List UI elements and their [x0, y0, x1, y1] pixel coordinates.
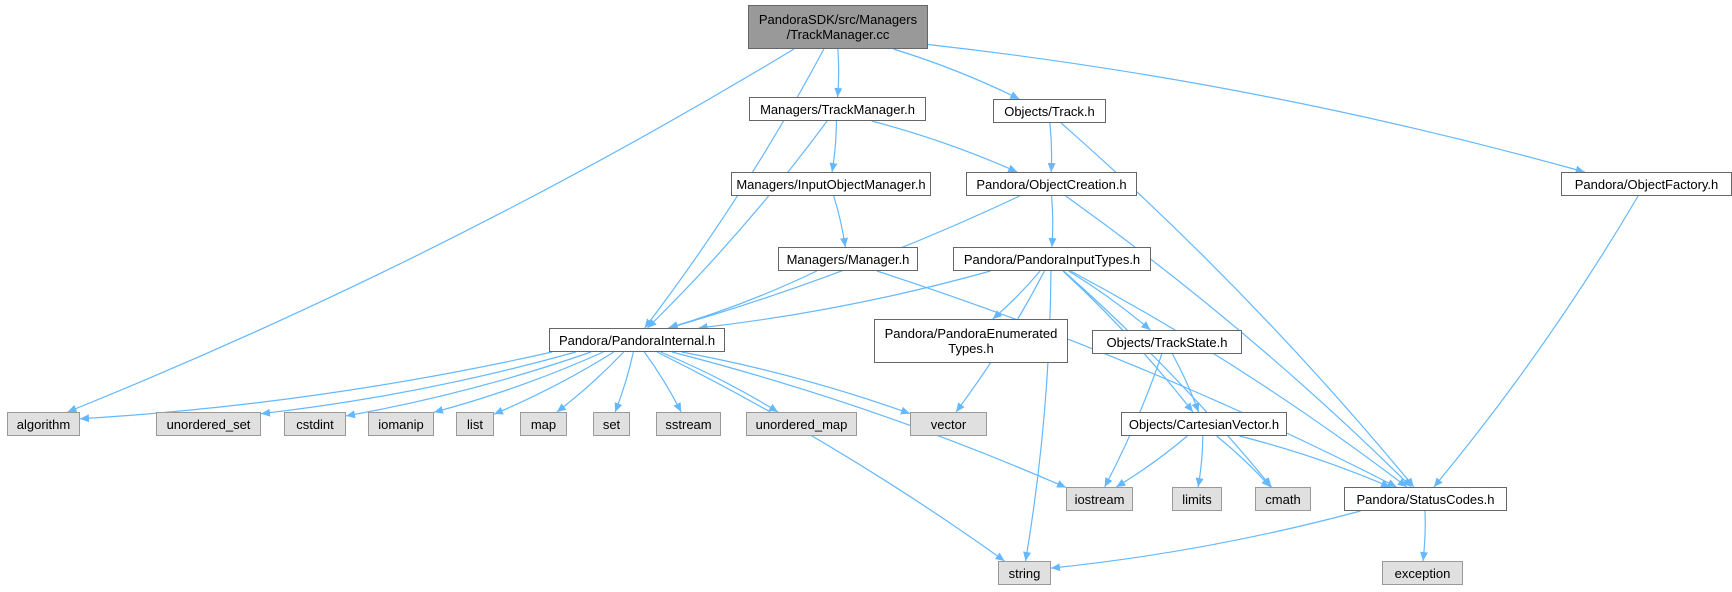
- edge-managers_inputobjectmanager_h-to-managers_manager_h: [833, 195, 848, 248]
- vector-header-node: vector: [910, 412, 987, 436]
- edge-managers_trackmanager_h-to-pandora_objectcreation_h: [871, 120, 1018, 173]
- edge-pandora_objectfactory_h-to-pandora_statuscodes_h: [1433, 195, 1639, 488]
- list-header-node: list: [456, 412, 494, 436]
- iostream-header-node: iostream: [1066, 487, 1133, 511]
- edge-pandora_pandorainternal_h-to-map: [556, 351, 625, 413]
- edge-managers_manager_h-to-pandora_statuscodes_h: [876, 270, 1397, 488]
- pandora-objectcreation-h-node[interactable]: Pandora/ObjectCreation.h: [966, 172, 1137, 196]
- edge-pandora_pandorainternal_h-to-vector: [681, 351, 911, 415]
- edge-pandora_objectcreation_h-to-pandora_statuscodes_h: [1065, 195, 1412, 488]
- managers-inputobjectmanager-h-node[interactable]: Managers/InputObjectManager.h: [731, 172, 931, 196]
- edge-pandora_pandorainternal_h-to-unordered_set: [260, 351, 576, 417]
- pandora-pandoraenumeratedtypes-h-node[interactable]: Pandora/PandoraEnumerated Types.h: [874, 319, 1068, 363]
- edge-pandora_pandorainputtypes_h-to-string: [1023, 270, 1052, 562]
- edge-pandora_pandorainternal_h-to-cstdint: [345, 351, 592, 419]
- objects-trackstate-h-node[interactable]: Objects/TrackState.h: [1092, 330, 1242, 354]
- edge-managers_trackmanager_h-to-pandora_pandorainternal_h: [646, 120, 828, 329]
- objects-cartesianvector-h-node[interactable]: Objects/CartesianVector.h: [1121, 412, 1287, 436]
- pandora-pandorainternal-h-node[interactable]: Pandora/PandoraInternal.h: [549, 328, 725, 352]
- edge-managers_manager_h-to-pandora_pandorainternal_h: [668, 270, 817, 330]
- edge-objects_cartesianvector_h-to-pandora_statuscodes_h: [1239, 435, 1391, 488]
- edge-pandora_pandorainputtypes_h-to-cmath: [1063, 270, 1272, 488]
- managers-trackmanager-h-node[interactable]: Managers/TrackManager.h: [749, 97, 926, 121]
- map-header-node: map: [520, 412, 567, 436]
- algorithm-header-node: algorithm: [7, 412, 80, 436]
- edge-root-to-objects_track_h: [893, 48, 1020, 100]
- edge-objects_cartesianvector_h-to-iostream: [1115, 435, 1188, 488]
- edge-pandora_pandorainternal_h-to-iostream: [671, 351, 1067, 489]
- edge-pandora_statuscodes_h-to-string: [1050, 510, 1361, 572]
- edge-root-to-pandora_objectfactory_h: [927, 43, 1585, 174]
- edge-pandora_pandorainternal_h-to-string: [656, 351, 1005, 562]
- edge-managers_trackmanager_h-to-managers_inputobjectmanager_h: [829, 120, 838, 173]
- edge-pandora_pandorainternal_h-to-iomanip: [433, 351, 604, 414]
- edge-pandora_pandorainputtypes_h-to-objects_trackstate_h: [1068, 270, 1151, 331]
- edge-pandora_pandorainternal_h-to-set: [614, 351, 634, 413]
- root-file-node[interactable]: PandoraSDK/src/Managers /TrackManager.cc: [748, 5, 928, 49]
- edge-pandora_pandorainternal_h-to-sstream: [643, 351, 682, 413]
- edge-pandora_pandorainputtypes_h-to-pandora_statuscodes_h: [1070, 270, 1408, 488]
- edge-objects_cartesianvector_h-to-cmath: [1216, 435, 1271, 488]
- edge-objects_cartesianvector_h-to-limits: [1195, 435, 1204, 488]
- edge-pandora_pandorainternal_h-to-unordered_map: [660, 351, 779, 413]
- managers-manager-h-node[interactable]: Managers/Manager.h: [778, 247, 918, 271]
- sstream-header-node: sstream: [656, 412, 721, 436]
- edge-pandora_pandorainputtypes_h-to-pandora_pandoraenumeratedtypes_h: [992, 270, 1041, 320]
- set-header-node: set: [593, 412, 630, 436]
- pandora-statuscodes-h-node[interactable]: Pandora/StatusCodes.h: [1344, 487, 1507, 511]
- limits-header-node: limits: [1172, 487, 1222, 511]
- edge-root-to-managers_trackmanager_h: [834, 48, 843, 98]
- edge-pandora_pandorainputtypes_h-to-pandora_pandorainternal_h: [698, 270, 991, 331]
- edge-root-to-algorithm: [67, 48, 795, 413]
- exception-header-node: exception: [1382, 561, 1463, 585]
- unordered-map-header-node: unordered_map: [746, 412, 857, 436]
- iomanip-header-node: iomanip: [368, 412, 434, 436]
- edge-pandora_statuscodes_h-to-exception: [1420, 510, 1429, 562]
- edge-pandora_pandorainternal_h-to-list: [493, 351, 615, 415]
- pandora-objectfactory-h-node[interactable]: Pandora/ObjectFactory.h: [1561, 172, 1732, 196]
- objects-track-h-node[interactable]: Objects/Track.h: [993, 99, 1106, 123]
- edge-objects_track_h-to-pandora_objectcreation_h: [1047, 122, 1056, 173]
- edge-objects_trackstate_h-to-objects_cartesianvector_h: [1171, 353, 1200, 413]
- string-header-node: string: [998, 561, 1051, 585]
- edge-pandora_objectcreation_h-to-pandora_pandorainputtypes_h: [1048, 195, 1057, 248]
- pandora-pandorainputtypes-h-node[interactable]: Pandora/PandoraInputTypes.h: [953, 247, 1151, 271]
- edge-pandora_pandorainternal_h-to-algorithm: [79, 351, 553, 423]
- cstdint-header-node: cstdint: [284, 412, 346, 436]
- edge-objects_track_h-to-pandora_statuscodes_h: [1060, 122, 1415, 488]
- unordered-set-header-node: unordered_set: [156, 412, 261, 436]
- cmath-header-node: cmath: [1255, 487, 1311, 511]
